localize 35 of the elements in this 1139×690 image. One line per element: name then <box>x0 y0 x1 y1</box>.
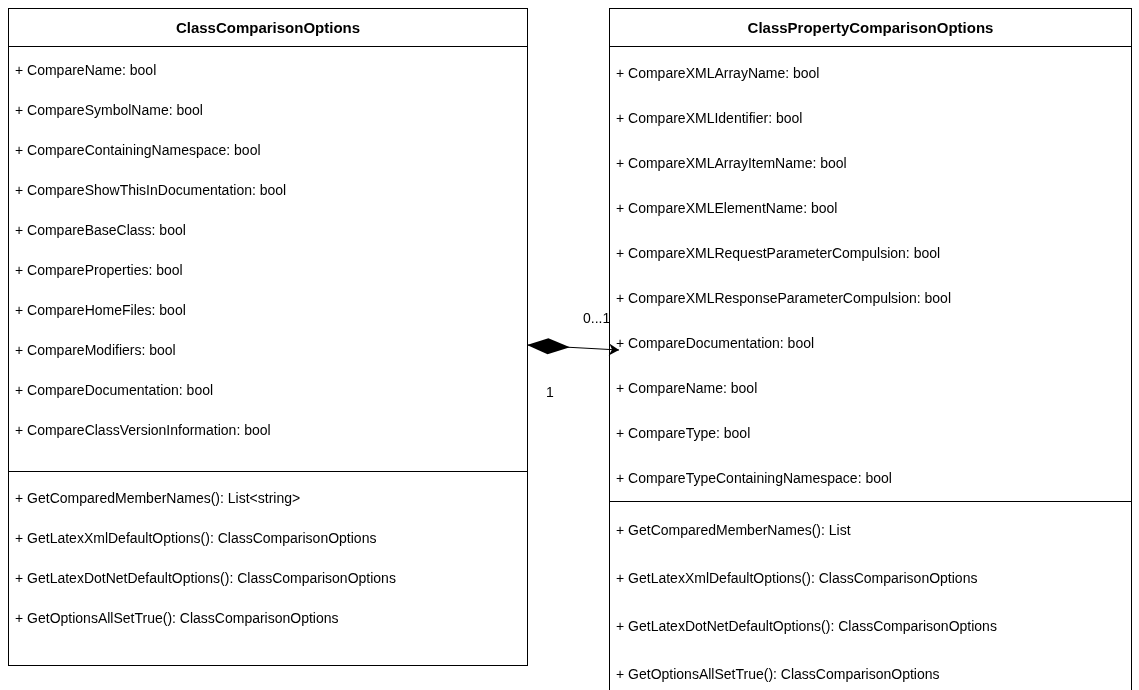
attribute-text: + CompareHomeFiles: bool <box>15 301 186 319</box>
attribute-text: + CompareDocumentation: bool <box>15 381 214 399</box>
multiplicity-label: 0...1 <box>583 310 611 326</box>
method-text: + GetComparedMemberNames(): List<string> <box>15 489 301 507</box>
composition-arrow <box>526 338 620 356</box>
method-text: + GetLatexXmlDefaultOptions(): ClassComparisonOptions <box>15 529 377 547</box>
attribute-text: + CompareXMLArrayName: bool <box>616 64 820 82</box>
attribute-text: + CompareProperties: bool <box>15 261 183 279</box>
class-box <box>609 8 1132 690</box>
method-text: + GetLatexXmlDefaultOptions(): ClassComparisonOptions <box>616 569 978 587</box>
class-name: ClassComparisonOptions <box>9 9 527 47</box>
attribute-text: + CompareType: bool <box>616 424 751 442</box>
attribute-text: + CompareXMLResponseParameterCompulsion: bool <box>616 289 951 307</box>
attribute-text: + CompareXMLElementName: bool <box>616 199 838 217</box>
attribute-text: + CompareName: bool <box>616 379 758 397</box>
method-text: + GetLatexDotNetDefaultOptions(): ClassComparisonOptions <box>15 569 396 587</box>
attribute-text: + CompareXMLIdentifier: bool <box>616 109 803 127</box>
attribute-text: + CompareClassVersionInformation: bool <box>15 421 271 439</box>
attribute-text: + CompareSymbolName: bool <box>15 101 203 119</box>
class-name: ClassPropertyComparisonOptions <box>610 9 1131 47</box>
method-text: + GetComparedMemberNames(): List <box>616 521 851 539</box>
attribute-text: + CompareDocumentation: bool <box>616 334 815 352</box>
attribute-text: + CompareModifiers: bool <box>15 341 176 359</box>
method-text: + GetLatexDotNetDefaultOptions(): ClassComparisonOptions <box>616 617 997 635</box>
attribute-text: + CompareXMLRequestParameterCompulsion: bool <box>616 244 941 262</box>
attribute-text: + CompareBaseClass: bool <box>15 221 186 239</box>
attribute-text: + CompareShowThisInDocumentation: bool <box>15 181 287 199</box>
class-box <box>8 8 528 666</box>
attribute-text: + CompareName: bool <box>15 61 157 79</box>
multiplicity-label: 1 <box>546 384 554 400</box>
attribute-text: + CompareXMLArrayItemName: bool <box>616 154 847 172</box>
method-text: + GetOptionsAllSetTrue(): ClassComparisonOptions <box>15 609 339 627</box>
attribute-text: + CompareTypeContainingNamespace: bool <box>616 469 892 487</box>
attribute-text: + CompareContainingNamespace: bool <box>15 141 261 159</box>
method-text: + GetOptionsAllSetTrue(): ClassComparisonOptions <box>616 665 940 683</box>
